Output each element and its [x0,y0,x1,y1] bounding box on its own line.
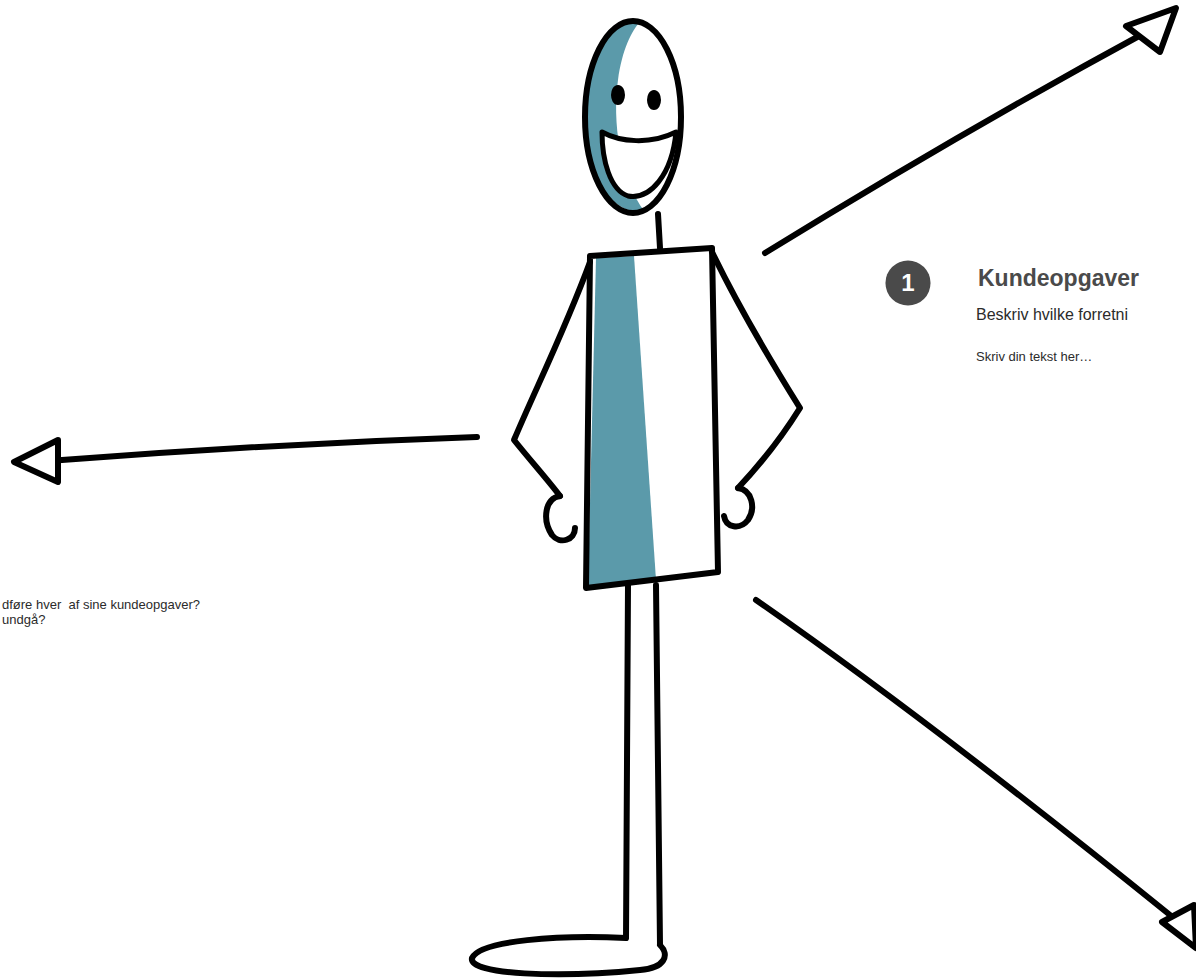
leg [656,585,660,945]
eye [614,88,622,102]
hand [724,488,752,526]
instruction-text: Beskriv hvilke forretni [976,306,1128,324]
placeholder-text: Skriv din tekst her… [976,350,1092,364]
arrow-shaft [48,437,477,461]
arm [514,262,590,496]
question-text: undgå? [2,613,45,627]
arrow-head [1126,8,1176,52]
arrow-shaft [756,600,1170,915]
question-text: dføre hver af sine kundeopgaver? [2,598,200,612]
leg [626,585,628,940]
arrow-head [1162,905,1196,948]
torso-stripe [588,256,656,586]
neck [658,214,660,248]
callout-circle: 1 [885,260,931,306]
callout-number: 1 [885,260,931,306]
circle-fill [885,260,930,305]
eye [650,93,658,107]
head [585,21,681,213]
arrow-shaft [765,30,1150,253]
hand [546,496,575,540]
foot [472,937,665,974]
torso [586,248,718,588]
arrow-head [14,440,58,482]
section-heading: Kundeopgaver [978,266,1139,291]
arm [712,252,800,488]
smile [602,132,676,196]
